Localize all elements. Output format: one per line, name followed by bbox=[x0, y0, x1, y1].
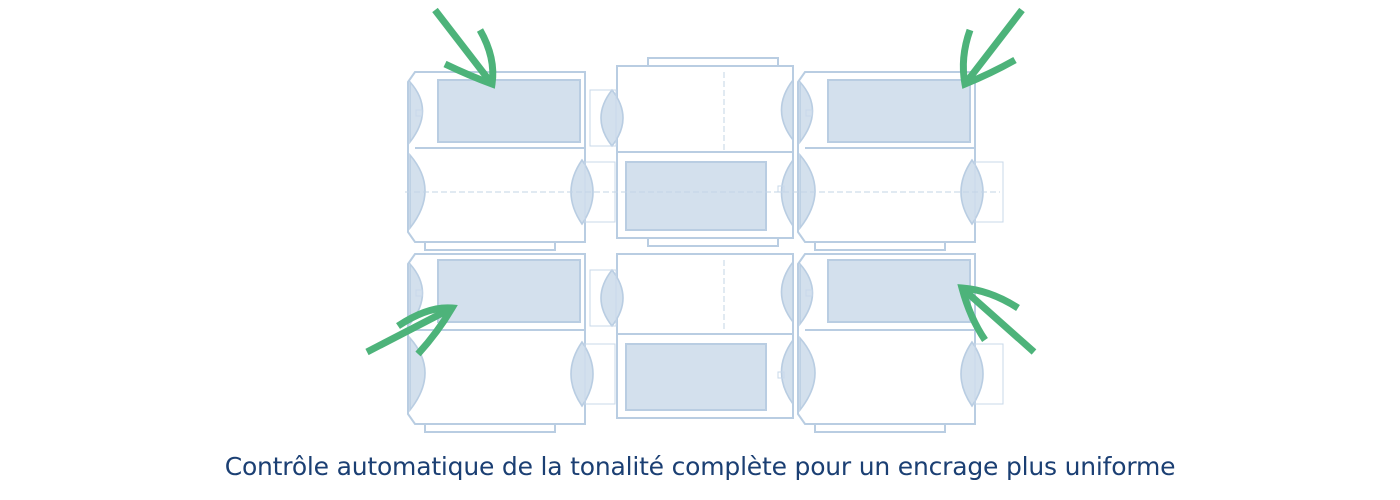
right-column-bottom-carton bbox=[797, 253, 1004, 433]
right-column-top-carton bbox=[797, 71, 1004, 251]
bottom-center-print-area bbox=[625, 343, 767, 411]
bottom-left-print-area bbox=[437, 259, 581, 323]
top-left-print-area bbox=[437, 79, 581, 143]
packaging-dieline-diagram bbox=[365, 7, 1037, 433]
left-column-bottom-carton bbox=[407, 253, 616, 433]
top-right-print-area bbox=[827, 79, 971, 143]
diagram-caption: Contrôle automatique de la tonalité comp… bbox=[224, 452, 1176, 481]
arrow-bottom-right bbox=[957, 284, 1037, 355]
center-column-top-carton bbox=[589, 57, 794, 247]
green-arrows bbox=[365, 7, 1037, 357]
left-column-top-carton bbox=[407, 71, 616, 251]
center-column-bottom-carton bbox=[589, 253, 794, 419]
top-center-print-area bbox=[625, 161, 767, 231]
arrow-top-left bbox=[432, 7, 497, 89]
bottom-right-print-area bbox=[827, 259, 971, 323]
arrow-top-right bbox=[959, 7, 1025, 89]
arrow-bottom-left bbox=[365, 304, 458, 357]
